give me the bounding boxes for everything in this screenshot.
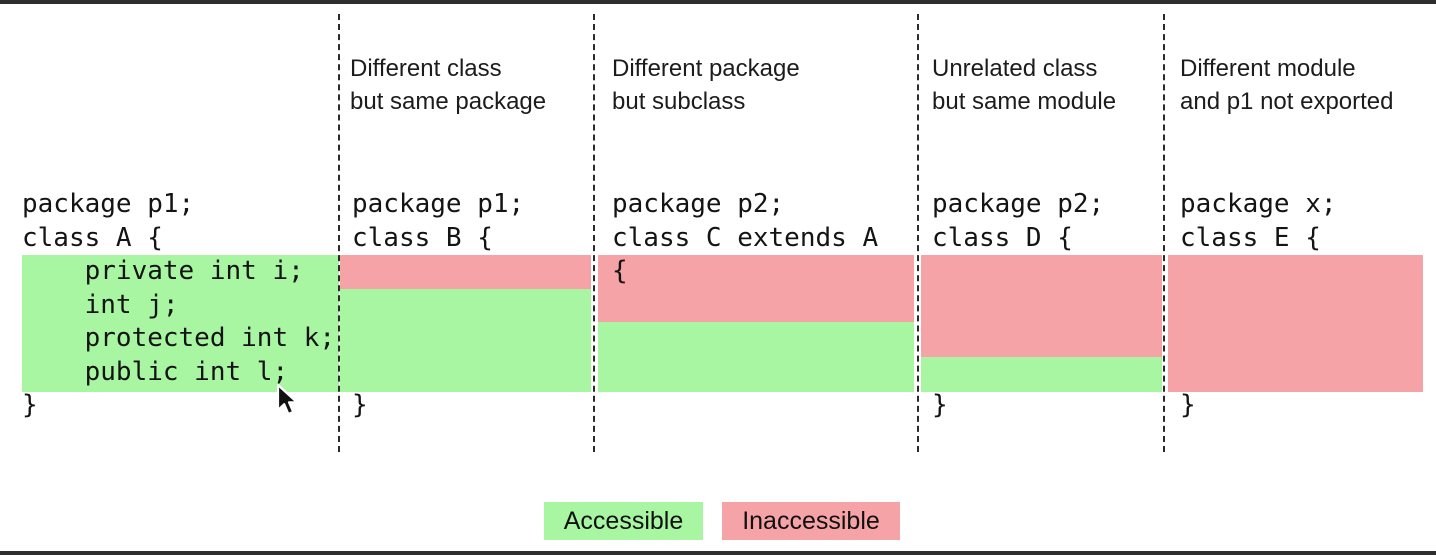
- access-band-inaccessible: [598, 255, 914, 322]
- access-band-inaccessible: [340, 255, 591, 289]
- code-line-close-brace: }: [22, 390, 38, 420]
- access-band-accessible: [22, 255, 339, 392]
- code-line-package: package x;: [1180, 189, 1337, 219]
- code-line-open-brace: {: [612, 256, 628, 286]
- legend-accessible-swatch: Accessible: [544, 502, 703, 540]
- code-line-class-decl: class A {: [22, 222, 163, 253]
- access-band-accessible: [598, 322, 914, 392]
- code-line-class-decl: class E {: [1180, 222, 1321, 253]
- column-separator: [1163, 14, 1165, 452]
- code-line-field-protected: protected int k;: [22, 323, 336, 353]
- column-header-line2: but same package: [350, 88, 547, 115]
- code-line-field-package-private: int j;: [22, 289, 179, 320]
- column-separator: [593, 14, 595, 452]
- access-band-accessible: [921, 357, 1162, 392]
- code-line-class-decl: class B {: [352, 222, 493, 253]
- column-header-line2: and p1 not exported: [1180, 88, 1394, 115]
- code-line-class-decl: class D {: [932, 222, 1073, 253]
- code-line-close-brace: }: [1180, 390, 1196, 420]
- code-line-package: package p1;: [352, 189, 525, 219]
- access-band-inaccessible: [1168, 255, 1423, 392]
- code-line-class-decl: class C extends A: [612, 222, 879, 253]
- access-band-inaccessible: [921, 255, 1162, 357]
- column-header-line2: but subclass: [612, 88, 746, 115]
- screen-edge-top: [0, 0, 1436, 4]
- column-header-line2: but same module: [932, 88, 1117, 115]
- code-line-field-public: public int l;: [22, 356, 289, 387]
- code-line-package: package p2;: [932, 189, 1105, 219]
- mouse-cursor-icon: [276, 383, 299, 416]
- legend-inaccessible-label: Inaccessible: [742, 506, 880, 535]
- code-line-close-brace: }: [932, 390, 948, 420]
- code-line-package: package p1;: [22, 189, 195, 219]
- column-header-line1: Different class: [350, 55, 502, 82]
- column-header-line1: Different module: [1180, 55, 1356, 82]
- column-separator: [917, 14, 919, 452]
- legend-accessible-label: Accessible: [563, 506, 684, 535]
- code-line-package: package p2;: [612, 189, 785, 219]
- column-separator: [338, 14, 340, 452]
- code-line-close-brace: }: [352, 390, 368, 420]
- column-header-line1: Different package: [612, 55, 800, 82]
- access-band-accessible: [340, 289, 591, 392]
- screen-edge-bottom: [0, 551, 1436, 555]
- legend-inaccessible-swatch: Inaccessible: [722, 502, 900, 540]
- column-header-line1: Unrelated class: [932, 55, 1098, 82]
- code-line-field-private: private int i;: [22, 256, 304, 286]
